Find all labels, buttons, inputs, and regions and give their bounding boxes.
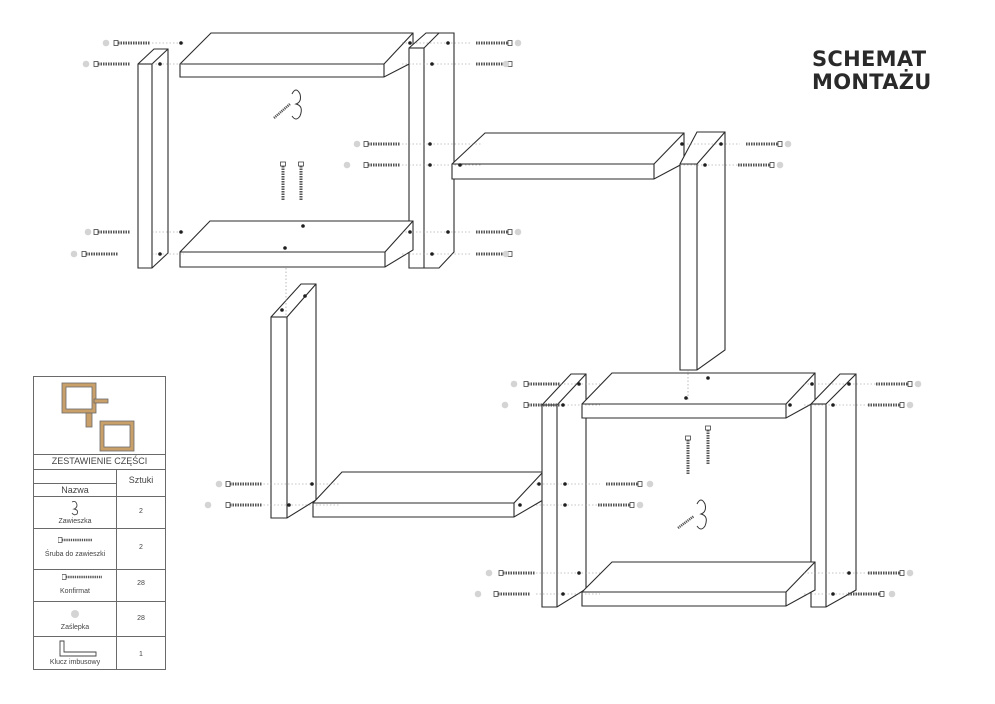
cap-icon (71, 610, 79, 618)
part-qty: 28 (137, 615, 145, 622)
parts-table: ZESTAWIENIE CZĘŚCI Nazwa Sztuki Zawieszk… (33, 376, 166, 670)
part-name: Zawieszka (58, 518, 92, 525)
lower-right-cabinet (541, 372, 857, 608)
title-line-1: SCHEMAT (812, 47, 927, 71)
column-qty-header: Sztuki (128, 475, 154, 485)
hanger-icon (273, 89, 707, 530)
hanger-icon (71, 500, 79, 516)
upper-middle-shelf (451, 131, 726, 371)
part-name: Konfirmat (60, 588, 90, 595)
confirmat-screw-icon (62, 574, 102, 580)
lower-middle-shelf (270, 283, 544, 519)
part-qty: 1 (139, 651, 143, 658)
part-qty: 2 (139, 508, 143, 515)
hanger-screws (279, 160, 712, 476)
part-qty: 28 (137, 580, 145, 587)
holes (158, 41, 851, 596)
column-name-header: Nazwa (61, 485, 89, 495)
part-qty: 2 (139, 544, 143, 551)
parts-heading: ZESTAWIENIE CZĘŚCI (51, 456, 148, 466)
part-name: Zaślepka (60, 624, 90, 631)
upper-left-cabinet (137, 32, 455, 269)
part-name: Śruba do zawieszki (44, 551, 106, 558)
allen-key-icon (59, 640, 97, 657)
page-title: SCHEMAT MONTAŻU (812, 48, 932, 94)
title-line-2: MONTAŻU (812, 70, 932, 94)
screw-icon (58, 537, 92, 543)
shelf-thumbnail-icon (61, 382, 135, 452)
part-name: Klucz imbusowy (49, 659, 101, 666)
